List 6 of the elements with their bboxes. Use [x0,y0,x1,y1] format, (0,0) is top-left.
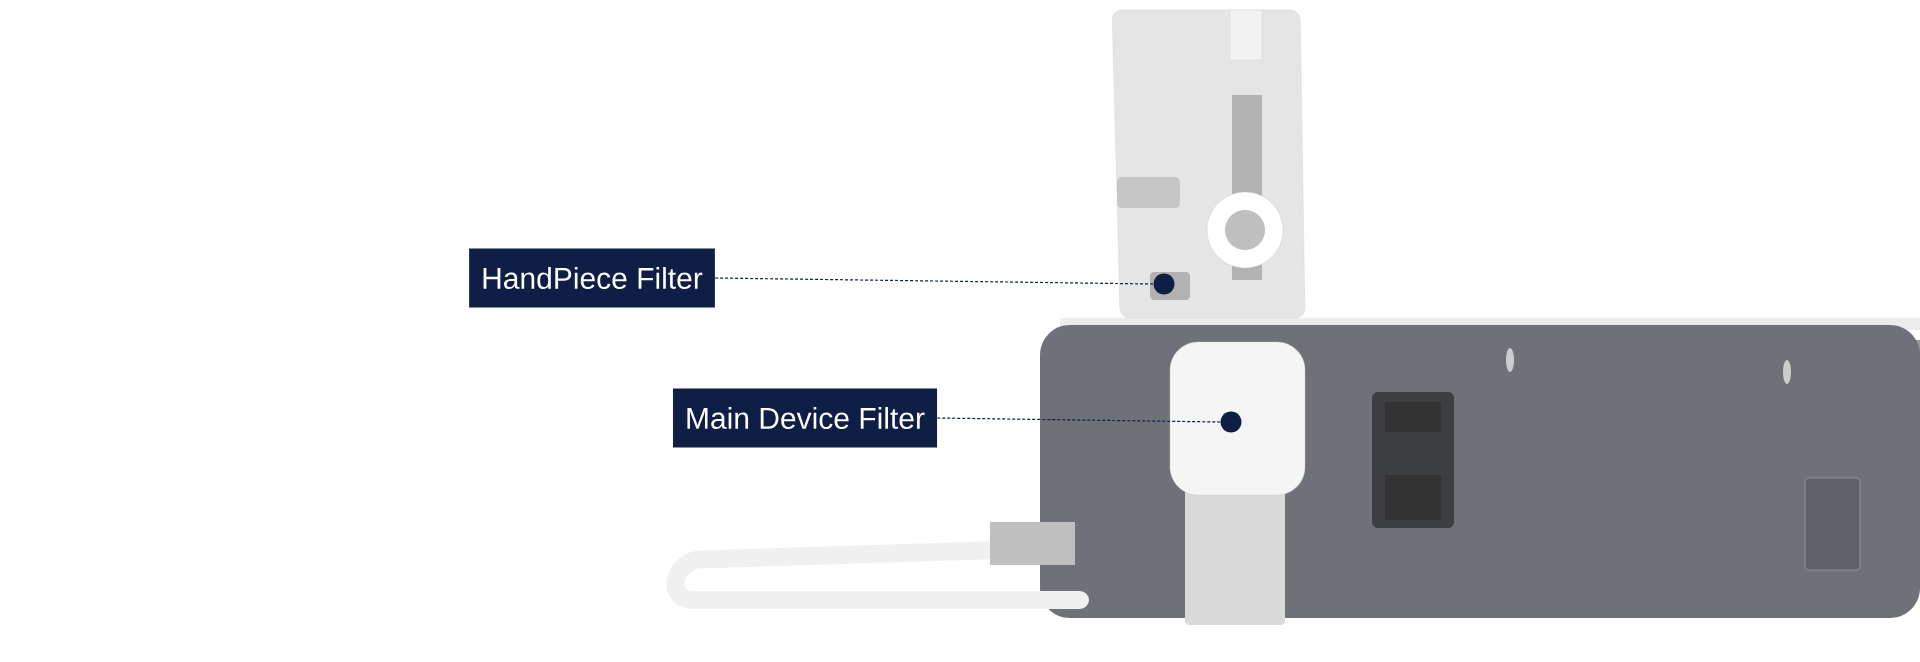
label-box: Main Device Filter [673,388,938,448]
label-box: HandPiece Filter [469,248,715,308]
marker-dot [1220,411,1242,433]
leader-line [936,417,1221,423]
marker-dot [1153,273,1175,295]
leader-line [714,277,1154,285]
